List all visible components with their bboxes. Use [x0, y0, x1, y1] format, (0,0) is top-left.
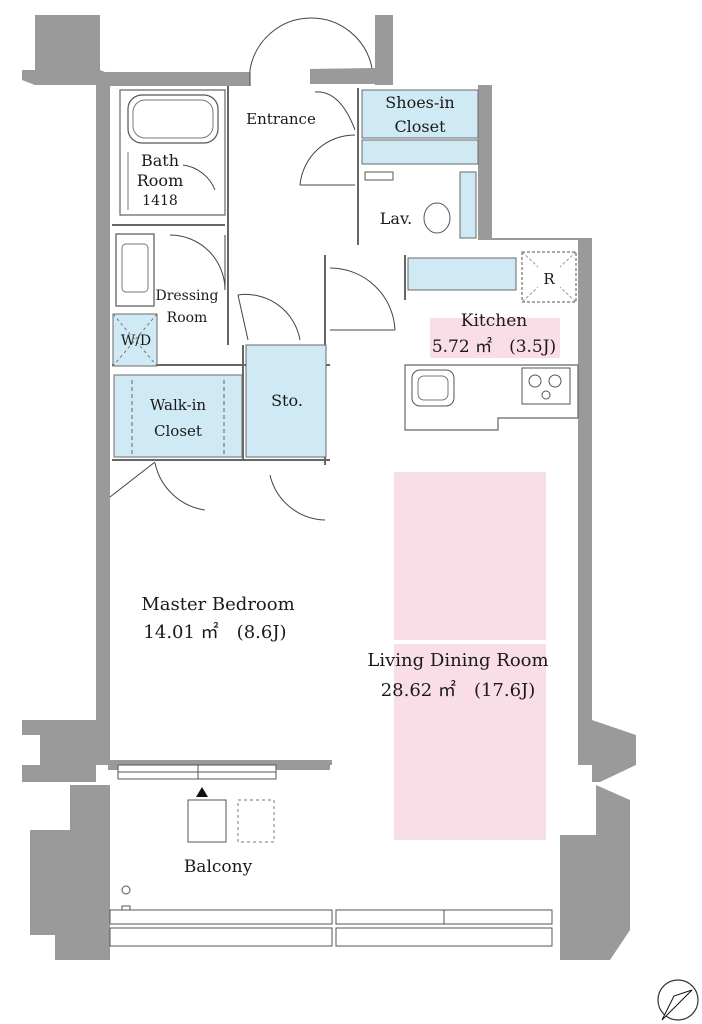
refrigerator-label: R: [543, 270, 555, 288]
balcony-label: Balcony: [184, 857, 253, 877]
master-bedroom-label: Master Bedroom: [141, 594, 294, 615]
dressing-label-line2: Room: [167, 310, 208, 326]
bath-label-line1: Bath: [141, 151, 179, 170]
bathtub: [127, 94, 219, 144]
bath-label-size: 1418: [142, 193, 178, 209]
north-compass-icon: [657, 979, 699, 1021]
kitchen-area-label: 5.72 ㎡ (3.5J): [432, 337, 556, 357]
storage-label: Sto.: [271, 391, 303, 410]
kitchen-sink: [411, 369, 455, 407]
refrigerator-space: [521, 251, 577, 303]
master-bedroom-area-label: 14.01 ㎡ (8.6J): [143, 621, 286, 643]
stove: [521, 367, 571, 405]
toilet: [423, 202, 451, 234]
walkin-closet-label-line1: Walk-in: [150, 396, 207, 414]
storage-areas: [112, 89, 517, 458]
wd-label: W/D: [121, 333, 151, 349]
fixtures: [112, 94, 577, 912]
doors: [109, 17, 396, 521]
living-room-area-label: 28.62 ㎡ (17.6J): [381, 679, 536, 701]
room-labels: Entrance Shoes-in Closet Bath Room 1418 …: [121, 93, 556, 877]
kitchen-label: Kitchen: [461, 311, 527, 331]
living-room-label: Living Dining Room: [367, 650, 548, 671]
windows: [109, 764, 553, 947]
triangle-marker-icon: [196, 787, 208, 797]
lav-label: Lav.: [380, 209, 412, 228]
bath-label-line2: Room: [137, 171, 183, 190]
highlight-zones: [394, 318, 560, 840]
walkin-closet-label-line2: Closet: [154, 422, 202, 440]
outdoor-unit: [187, 799, 227, 843]
shoes-closet-label-line2: Closet: [394, 117, 446, 136]
dressing-label-line1: Dressing: [155, 288, 218, 304]
entrance-label: Entrance: [246, 110, 316, 128]
shoes-closet-label-line1: Shoes-in: [385, 93, 454, 112]
